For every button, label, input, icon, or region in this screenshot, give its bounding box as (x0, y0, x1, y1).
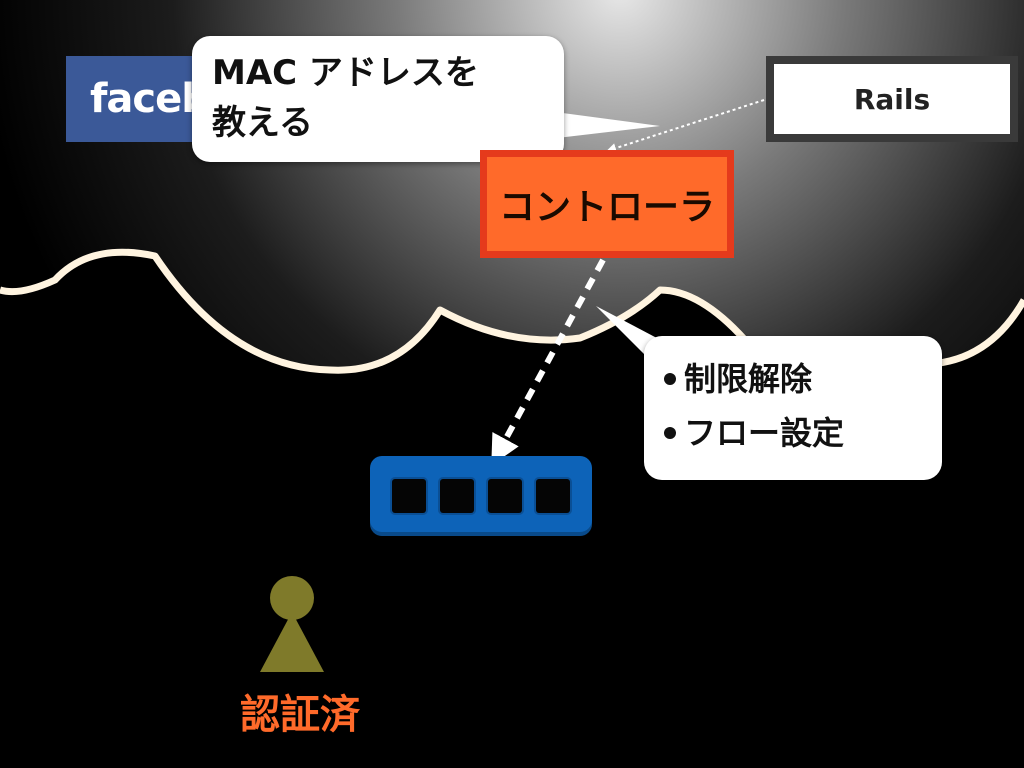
rails-box: Rails (766, 56, 1018, 142)
switch-port (536, 479, 570, 513)
callout-flow-item: 制限解除 (664, 352, 922, 406)
switch-port (440, 479, 474, 513)
callout-flow-item-label: 制限解除 (684, 360, 813, 398)
bullet-icon (664, 427, 676, 439)
controller-box: コントローラ (480, 150, 734, 258)
controller-label: コントローラ (487, 157, 727, 251)
switch-port (488, 479, 522, 513)
callout-flow-settings: 制限解除 フロー設定 (644, 336, 942, 480)
user-status-label: 認証済 (240, 692, 360, 738)
facebook-logo: faceb (66, 56, 216, 142)
switch-port (392, 479, 426, 513)
callout-mac-line2: 教える (212, 103, 313, 143)
callout-mac-address: MAC アドレスを 教える (192, 36, 564, 162)
bullet-icon (664, 373, 676, 385)
callout-flow-item-label: フロー設定 (684, 414, 845, 452)
callout-mac-line1: MAC アドレスを (212, 53, 479, 93)
rails-label: Rails (774, 64, 1010, 134)
openflow-switch (370, 456, 592, 536)
callout-flow-item: フロー設定 (664, 406, 922, 460)
facebook-label: faceb (90, 76, 210, 122)
